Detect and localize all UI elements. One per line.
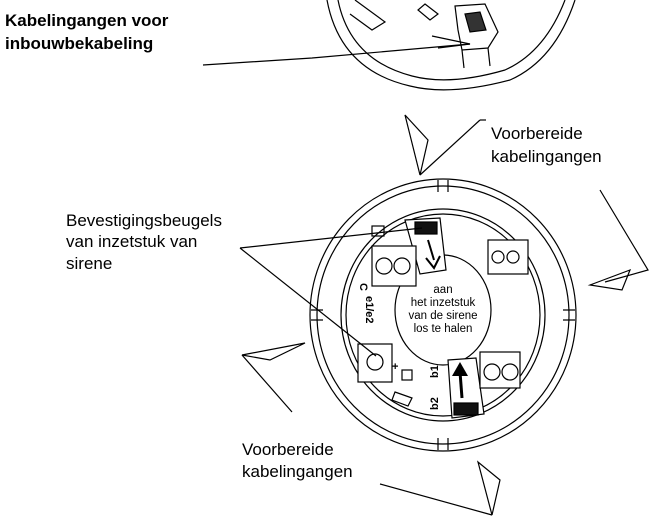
label-inbouw-line1: Kabelingangen voor xyxy=(5,11,169,30)
terminal-mark-b2: b2 xyxy=(429,397,441,410)
terminal-mark-e1e2: e1/e2 xyxy=(363,296,375,324)
label-left-line1: Bevestigingsbeugels xyxy=(66,211,222,230)
main-base xyxy=(309,178,577,452)
label-right-line1: Voorbereide xyxy=(491,124,583,143)
center-text-line4: los te halen xyxy=(413,323,473,335)
leader-lines xyxy=(202,35,649,516)
center-text-line2: het inzetstuk xyxy=(410,297,476,309)
terminal-mark-c: C xyxy=(357,283,369,291)
center-text-line3: van de sirene xyxy=(408,310,478,322)
center-text-line1: aan xyxy=(433,284,453,296)
label-bottom-line2: kabelingangen xyxy=(242,462,353,481)
label-inbouw-line2: inbouwbekabeling xyxy=(5,34,154,53)
terminal-mark-plus: + xyxy=(392,361,398,373)
label-right-line2: kabelingangen xyxy=(491,147,602,166)
top-base-partial xyxy=(326,0,576,91)
terminal-mark-b1: b1 xyxy=(429,365,441,378)
label-left-line3: sirene xyxy=(66,254,113,273)
label-left-line2: van inzetstuk van xyxy=(66,232,198,251)
label-bottom-line1: Voorbereide xyxy=(242,440,334,459)
